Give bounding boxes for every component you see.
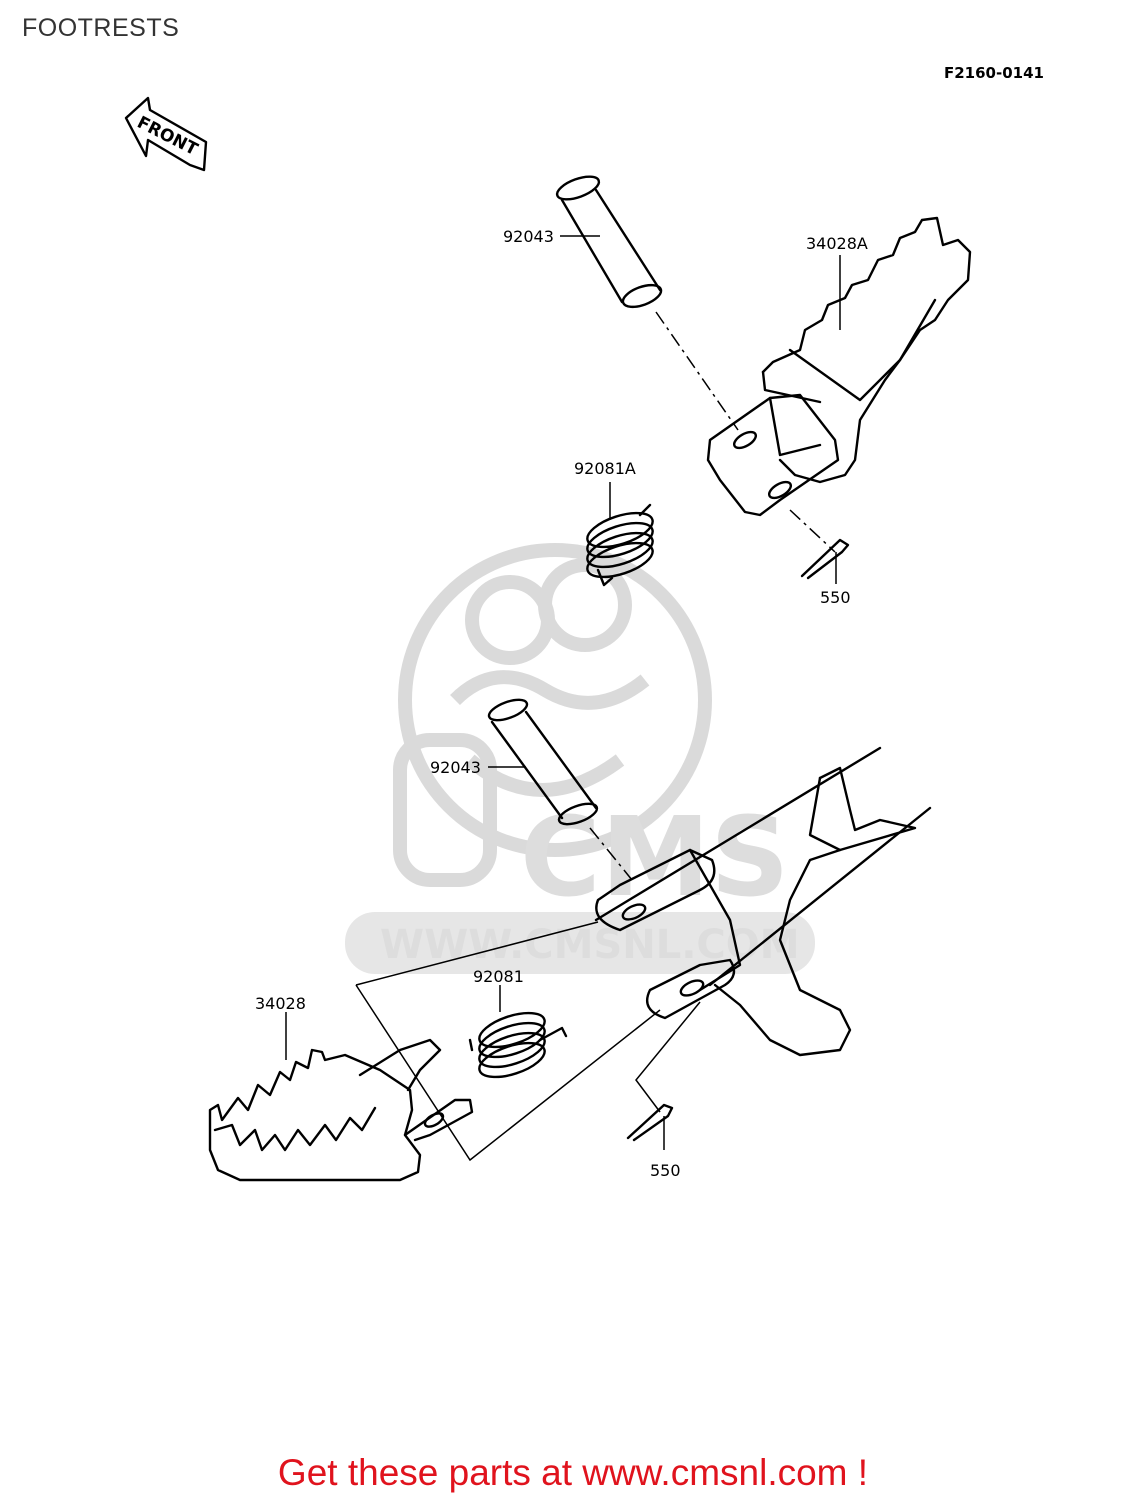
cotter-lower-drawing <box>626 1001 701 1142</box>
pin-lower-drawing <box>487 698 599 826</box>
label-spring-lower: 92081 <box>473 967 524 986</box>
label-pin-upper: 92043 <box>503 227 554 246</box>
diagram-code: F2160-0141 <box>944 64 1044 82</box>
pin-upper-drawing <box>555 175 663 309</box>
cta-banner-link[interactable]: Get these parts at www.cmsnl.com ! <box>277 1452 869 1493</box>
spring-upper-drawing <box>586 503 654 587</box>
footrest-right-drawing <box>706 216 972 517</box>
page-title: FOOTRESTS <box>22 14 180 42</box>
frame-bracket-drawing <box>594 746 932 1057</box>
watermark-logo: CMS WWW.CMSNL.COM <box>345 543 815 974</box>
front-arrow-icon: FRONT <box>124 96 208 172</box>
label-spring-upper: 92081A <box>574 459 636 478</box>
label-pin-lower: 92043 <box>430 758 481 777</box>
label-cotter-upper: 550 <box>820 588 851 607</box>
cotter-upper-drawing <box>789 509 850 580</box>
exploded-parts-diagram: CMS WWW.CMSNL.COM FRONT 92043 34028A <box>124 96 972 1182</box>
footrest-left-drawing <box>208 1038 474 1182</box>
label-cotter-lower: 550 <box>650 1161 681 1180</box>
spring-lower-drawing <box>468 1011 568 1079</box>
label-footrest-left: 34028 <box>255 994 306 1013</box>
label-footrest-right: 34028A <box>806 234 868 253</box>
watermark-logo-text: CMS <box>520 793 789 921</box>
